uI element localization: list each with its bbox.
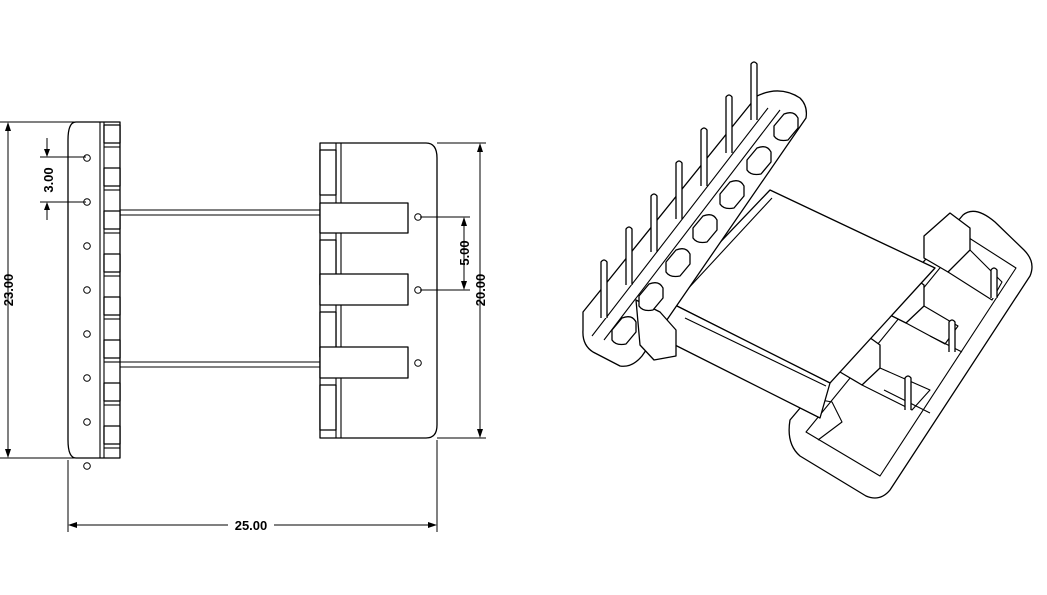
pin-tab: [103, 339, 121, 359]
pin-hole: [414, 359, 422, 367]
pin: [650, 193, 658, 252]
dimension-label: 3.00: [41, 167, 56, 192]
pin-boss: [638, 282, 664, 312]
dimension-pin-pitch: 3.00: [40, 138, 86, 220]
pin-boss: [746, 146, 772, 176]
flange-tab: [319, 149, 337, 196]
dimension-slot-pitch: 5.00: [420, 216, 472, 291]
slot-bar: [319, 346, 409, 379]
pin-hole: [83, 154, 91, 162]
pin: [750, 61, 758, 120]
pin: [725, 94, 733, 153]
side-view: 23.00 3.00 25.00: [0, 121, 488, 533]
dimension-total-width: 25.00: [67, 440, 438, 533]
pin-tab: [103, 382, 121, 402]
pin-boss: [665, 248, 691, 278]
pin: [990, 267, 998, 298]
pin: [948, 319, 956, 352]
pin-hole: [83, 242, 91, 250]
dimension-total-height: 23.00: [0, 121, 100, 459]
pin-tab: [103, 124, 121, 144]
pin-tab: [103, 167, 121, 187]
pin-hole: [83, 374, 91, 382]
pin-tab: [103, 296, 121, 316]
pin: [625, 226, 633, 285]
pin-hole: [83, 462, 91, 470]
dimension-flange-height: 20.00: [437, 142, 488, 439]
pin-boss: [719, 180, 745, 210]
dimension-label: 25.00: [235, 518, 268, 533]
isometric-view: [582, 61, 1033, 499]
iso-left-flange: [582, 90, 808, 367]
iso-left-pins: [600, 61, 758, 318]
dimension-label: 23.00: [1, 274, 16, 307]
pin: [600, 259, 608, 318]
pin-tab: [103, 210, 121, 230]
left-flange: [67, 121, 121, 470]
core-rails: [120, 209, 320, 368]
dimension-label: 5.00: [457, 240, 472, 265]
pin-boss: [692, 214, 718, 244]
pin-boss: [611, 316, 637, 346]
pin-hole: [83, 286, 91, 294]
pin: [904, 375, 912, 410]
pin-boss: [773, 112, 799, 142]
pin-tab: [103, 425, 121, 445]
pin-tab: [103, 253, 121, 273]
slot-bar: [319, 273, 409, 306]
iso-core: [664, 189, 936, 419]
iso-right-pins: [904, 267, 998, 410]
slot-bar: [319, 202, 409, 234]
pin: [700, 127, 708, 186]
pin-hole: [83, 330, 91, 338]
flange-tab: [319, 384, 337, 431]
right-flange: [319, 142, 438, 439]
dimension-label: 20.00: [473, 274, 488, 307]
pin-hole: [83, 418, 91, 426]
pin: [675, 160, 683, 219]
